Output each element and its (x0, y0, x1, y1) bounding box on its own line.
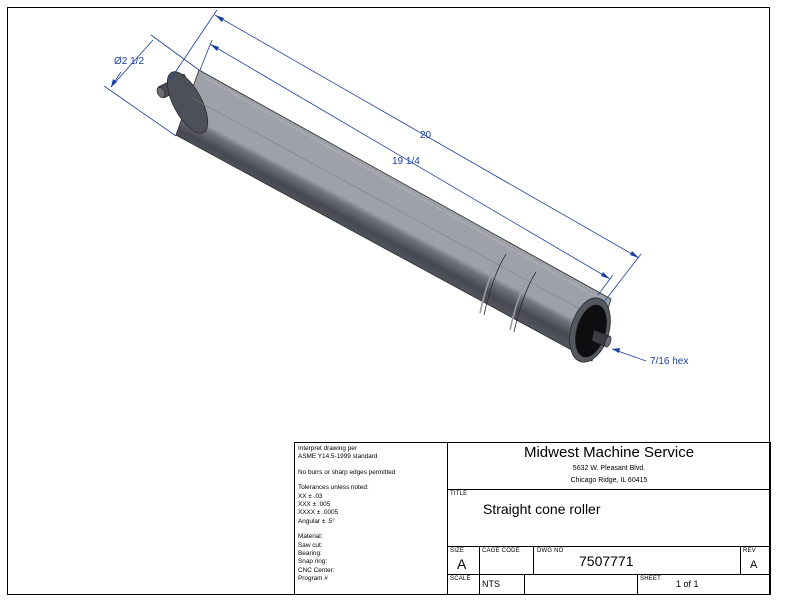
scale-value: NTS (482, 579, 500, 589)
note-tol-angular: Angular ± .5° (298, 517, 335, 525)
size-value: A (457, 556, 467, 572)
dimension-body-length (199, 39, 614, 296)
cage-code-label: CAGE CODE (482, 548, 520, 554)
company-address-line2: Chicago Ridge, IL 60415 (570, 477, 648, 484)
note-interpret-2: ASME Y14.5-1999 standard (298, 453, 378, 461)
scale-label: SCALE (450, 576, 471, 582)
note-bearing: Bearing: (298, 550, 322, 558)
note-material: Material: (298, 533, 323, 541)
note-cnc-center: CNC Center: (298, 566, 335, 574)
sheet-value: 1 of 1 (676, 579, 699, 589)
note-saw-cut: Saw cut: (298, 541, 323, 549)
general-notes: Interpret drawing per ASME Y14.5-1999 st… (295, 442, 447, 594)
sheet-label: SHEET (640, 576, 662, 582)
roller-grooves (479, 251, 537, 333)
title-block-lines (294, 442, 771, 595)
company-name: Midwest Machine Service (523, 444, 695, 461)
size-label: SIZE (450, 548, 465, 554)
note-tolerances-header: Tolerances unless noted: (298, 484, 369, 492)
dwg-no-value: 7507771 (579, 553, 634, 569)
leader-hex (611, 348, 647, 362)
overall-length-label: 20 (420, 130, 432, 141)
note-burrs: No burrs or sharp edges permitted (298, 468, 396, 476)
dimension-overall-length (169, 9, 642, 303)
drawing-title: Straight cone roller (483, 501, 601, 517)
note-snap-ring: Snap ring: (298, 558, 328, 566)
note-tol-xxx: XXX ± .005 (298, 501, 331, 509)
title-label: TITLE (450, 491, 468, 497)
note-tol-xx: XX ± .03 (298, 492, 323, 500)
rev-label: REV (743, 548, 756, 554)
note-program: Program # (298, 575, 328, 583)
company-address-line1: 5632 W. Pleasant Blvd. (572, 465, 646, 472)
body-length-label: 19 1/4 (392, 156, 420, 167)
note-tol-xxxx: XXXX ± .0005 (298, 509, 339, 517)
note-interpret-1: Interpret drawing per (298, 445, 357, 452)
roller-body (166, 69, 612, 362)
right-shaft (591, 329, 612, 348)
dimension-diameter (103, 34, 200, 137)
diameter-dimension-label: Ø2 1/2 (114, 56, 145, 67)
rev-value: A (750, 559, 758, 571)
hex-label: 7/16 hex (650, 356, 689, 367)
roller-end-cap (569, 297, 611, 363)
dwg-no-label: DWG NO (537, 548, 564, 554)
